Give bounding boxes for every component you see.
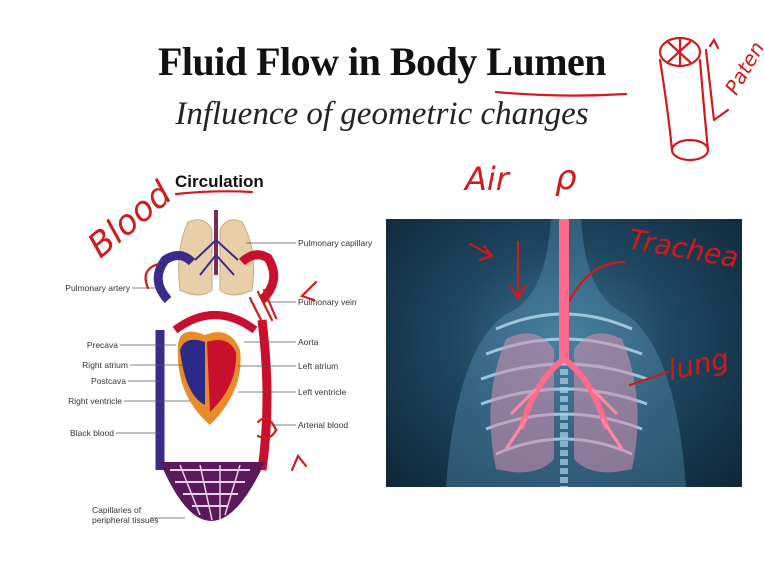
annotation-rho: ρ bbox=[555, 158, 577, 198]
label-arterial-blood: Arterial blood bbox=[298, 420, 348, 430]
label-pulmonary-vein: Pulmonary vein bbox=[298, 297, 357, 307]
label-pulmonary-artery: Pulmonary artery bbox=[40, 283, 130, 293]
label-right-atrium: Right atrium bbox=[40, 360, 128, 370]
label-postcava: Postcava bbox=[40, 376, 126, 386]
label-pulmonary-capillary: Pulmonary capillary bbox=[298, 238, 372, 248]
label-left-atrium: Left atrium bbox=[298, 361, 338, 371]
label-left-ventricle: Left ventricle bbox=[298, 387, 346, 397]
label-right-ventricle: Right ventricle bbox=[40, 396, 122, 406]
label-capillaries-2: peripheral tissues bbox=[92, 515, 159, 525]
label-aorta: Aorta bbox=[298, 337, 318, 347]
label-black-blood: Black blood bbox=[40, 428, 114, 438]
label-precava: Precava bbox=[40, 340, 118, 350]
lungs-illustration bbox=[179, 210, 254, 295]
annotation-air: Air bbox=[465, 160, 509, 198]
heart-illustration bbox=[178, 332, 241, 425]
label-capillaries-1: Capillaries of bbox=[92, 505, 141, 515]
capillary-network bbox=[160, 462, 265, 521]
